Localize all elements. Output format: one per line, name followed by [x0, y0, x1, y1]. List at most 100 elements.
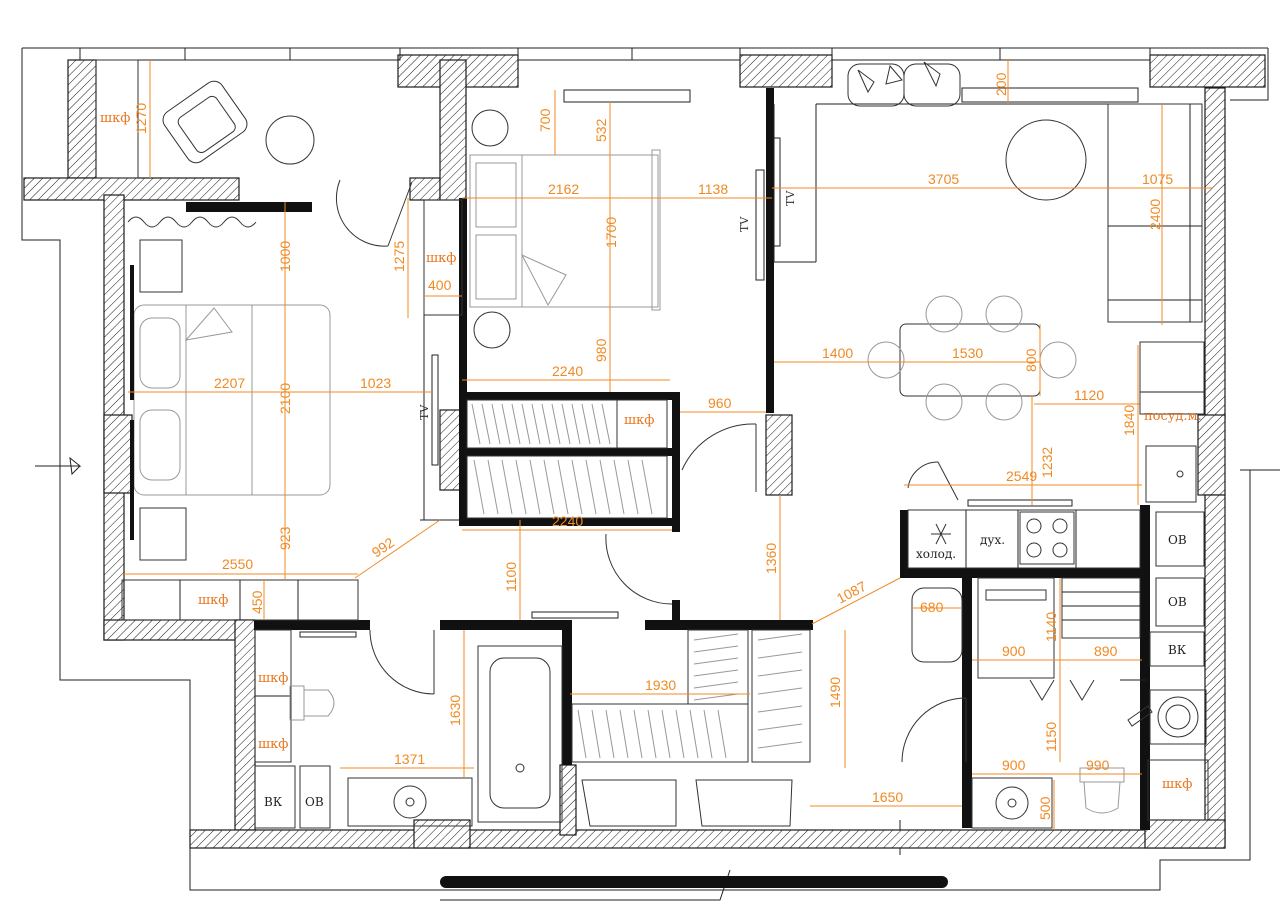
cooktop-icon	[1019, 511, 1075, 565]
dim-living-top: 200	[993, 72, 1009, 96]
dim-hall-bottom: 1650	[872, 789, 903, 805]
bedroom-2: TV 700 532 2162 1138 1700 980 2240	[462, 89, 772, 392]
dim-corr-h2: 1360	[763, 543, 779, 574]
radiator-icon	[961, 87, 1139, 103]
snowflake-icon	[931, 523, 951, 545]
corridor: шкф 2240 960 1100 1360	[369, 395, 781, 695]
dim-bath-h: 1630	[447, 695, 463, 726]
balcony: шкф 1270	[95, 59, 315, 179]
faucet-icon	[1029, 679, 1095, 701]
nightstand-icon	[139, 507, 187, 561]
dim-b1-window: 1000	[277, 241, 293, 272]
shoe-cabinet-icon	[581, 779, 677, 827]
bedroom1-wardrobe-label: шкф	[426, 251, 456, 266]
dishwasher-label: посуд.м.	[1144, 409, 1202, 424]
sink-icon	[347, 777, 473, 827]
dim-living-sofa: 1075	[1142, 171, 1173, 187]
wardrobe-unit	[466, 455, 668, 519]
dim-dining-right: 1120	[1074, 387, 1104, 403]
ov-label-2: ОВ	[1168, 595, 1187, 609]
sofa-icon	[1107, 103, 1203, 323]
wc-room: ОВ ОВ ВК шкф 68	[901, 511, 1209, 830]
nightstand-icon	[139, 239, 183, 293]
dim-b1-bottom: 923	[277, 526, 293, 550]
dim-wc2-w: 900	[1002, 757, 1026, 773]
vk-box: ВК	[1149, 631, 1205, 667]
dim-b2-top: 700	[537, 108, 553, 132]
dim-b1-bed-left: 2207	[214, 375, 245, 391]
dim-wc-w2: 890	[1094, 643, 1118, 659]
dim-b1-diag: 992	[369, 534, 397, 560]
round-table-icon	[265, 115, 315, 165]
ov-box: ОВ	[1155, 577, 1205, 627]
door-swing-icon	[907, 461, 939, 489]
kitchen-sink-icon	[1145, 445, 1197, 503]
dim-corr-door: 960	[708, 395, 732, 411]
hall: 1930 1490 1650 1087	[570, 577, 962, 827]
dim-bath-w: 1371	[394, 751, 425, 767]
wardrobe-unit: шкф	[466, 399, 668, 449]
armchair-icon	[162, 80, 248, 164]
bathtub-icon	[477, 645, 563, 823]
vk-label: ВК	[1168, 643, 1187, 657]
bath-wardrobe-label-2: шкф	[258, 737, 288, 752]
dim-b1-wardrobe-d: 400	[428, 277, 452, 293]
double-bed-icon	[133, 304, 331, 496]
dim-b1-door: 1275	[391, 241, 407, 272]
tv-label: TV	[784, 190, 797, 206]
windows	[79, 47, 1151, 61]
shoe-cabinet-icon	[695, 779, 793, 827]
tv-panel-icon	[431, 354, 439, 466]
dim-b1-width: 2550	[222, 556, 253, 572]
dim-wc-h2: 1150	[1043, 722, 1059, 752]
tv-panel-icon	[755, 169, 765, 281]
dim-corr-h: 1100	[503, 562, 519, 592]
dim-b1-len: 2100	[277, 383, 293, 414]
dim-hall-h: 1490	[827, 677, 843, 708]
dim-kitchen-w: 2549	[1006, 468, 1037, 484]
dim-b2-bed: 1700	[603, 217, 619, 248]
living-room: TV 200 3705 1075 2400 1400 1530 800	[772, 60, 1212, 421]
door-swing-icon	[681, 423, 757, 471]
washing-machine-icon	[1149, 689, 1207, 745]
pouf-icon	[471, 109, 509, 147]
dim-kitchen-h2: 1232	[1039, 447, 1055, 478]
radiator-icon	[563, 89, 691, 103]
door-swing-icon	[901, 697, 967, 763]
dim-dining-table: 1530	[952, 345, 983, 361]
dim-wc-h: 1140	[1043, 612, 1059, 642]
dim-b2-right: 1138	[698, 181, 728, 197]
bedroom-1: TV шкф шкф 1000 1275 400 2207 1023 2100 …	[121, 179, 463, 621]
curtain-icon	[127, 216, 257, 228]
dim-corr-wardrobe: 2240	[552, 513, 583, 529]
bath-wardrobe-label-1: шкф	[258, 671, 288, 686]
dim-wc2-h: 500	[1037, 796, 1053, 820]
door-swing-icon	[369, 629, 435, 695]
dim-b2-width: 2240	[552, 363, 583, 379]
pouf-icon	[473, 311, 511, 349]
coffee-table-icon	[1005, 119, 1087, 201]
dim-wc-w: 900	[1002, 643, 1026, 659]
structural-walls	[23, 54, 1266, 849]
dim-b1-wardrobe-depth: 450	[249, 590, 265, 614]
ov-box: ОВ	[1155, 511, 1205, 567]
solid-walls	[254, 88, 1150, 830]
dim-b2-top2: 532	[593, 118, 609, 142]
armchairs-icon	[847, 61, 961, 107]
fridge-label: холод.	[916, 547, 956, 561]
tv-panel-icon	[773, 137, 781, 247]
dim-living-w: 3705	[928, 171, 959, 187]
dim-wc-sink: 680	[920, 599, 944, 615]
shower-head-icon	[1127, 705, 1153, 727]
dim-b2-left: 2162	[548, 181, 579, 197]
dim-dining-table-h: 800	[1023, 348, 1039, 372]
scale-bar	[440, 876, 948, 888]
dim-kitchen-h: 1840	[1121, 405, 1137, 436]
dim-dining-left: 1400	[822, 345, 853, 361]
bathroom: шкф шкф ВК ОВ 1630 1371	[254, 629, 563, 829]
toilet-icon	[289, 685, 335, 721]
door-swing-icon	[335, 179, 389, 247]
dim-living-sofa-h: 2400	[1147, 199, 1163, 230]
bath-ov-label: ОВ	[305, 795, 324, 809]
